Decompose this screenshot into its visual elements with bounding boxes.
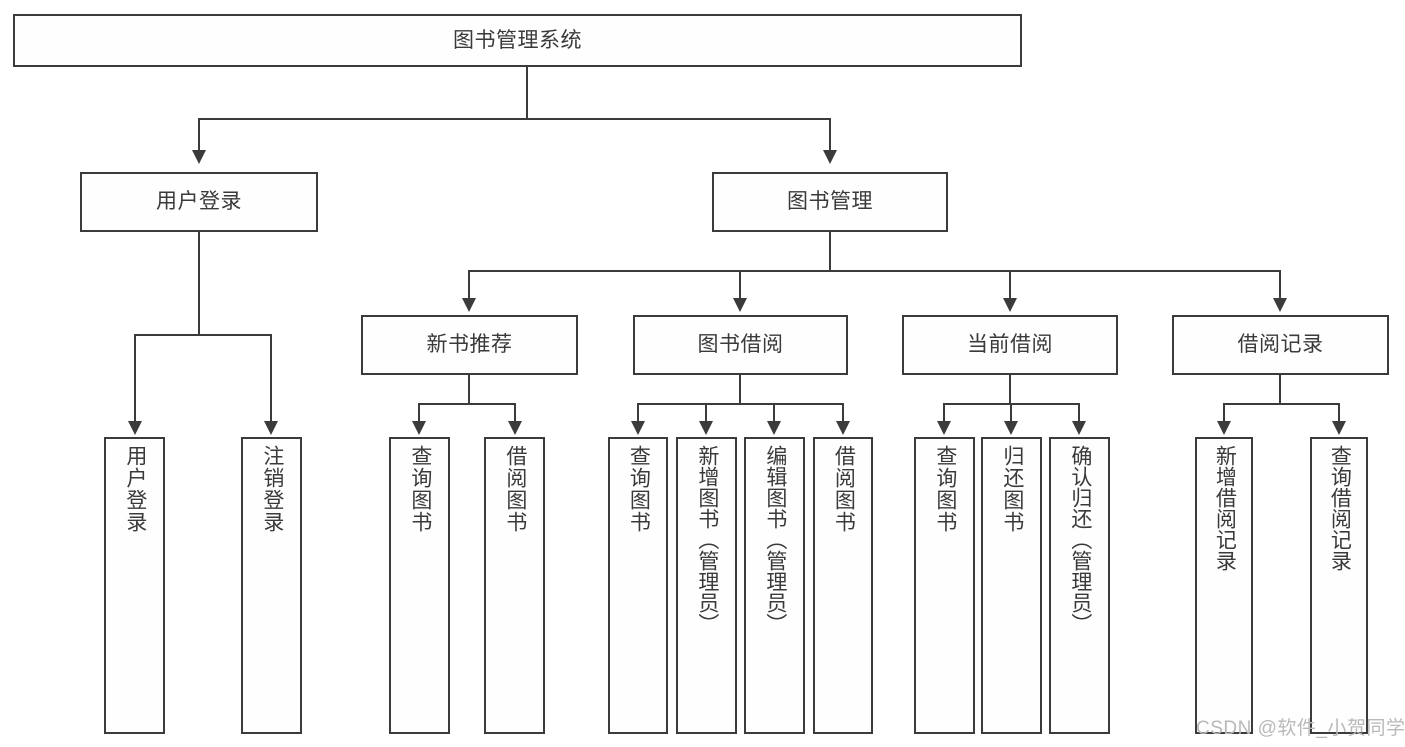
node-new-book-recommend[interactable]: 新书推荐 (361, 315, 578, 375)
connector-bb-drop-1 (637, 403, 639, 421)
leaf-borrow-book-1[interactable]: 借阅图书 (484, 437, 545, 734)
leaf-return-book[interactable]: 归还图书 (981, 437, 1042, 734)
leaf-confirm-return[interactable]: 确认归还（管理员） (1049, 437, 1110, 734)
connector-user-login-bus (134, 334, 271, 336)
connector-br-drop-1 (1223, 403, 1225, 421)
leaf-label: 新增借阅记录 (1213, 445, 1237, 571)
leaf-user-login[interactable]: 用户登录 (104, 437, 165, 734)
connector-br-drop-2 (1338, 403, 1340, 421)
node-label: 图书借阅 (697, 333, 784, 357)
connector-book-borrow-stem (739, 375, 741, 404)
leaf-borrow-book-2[interactable]: 借阅图书 (813, 437, 873, 734)
leaf-add-record[interactable]: 新增借阅记录 (1195, 437, 1253, 734)
leaf-label: 用户登录 (123, 445, 147, 533)
connector-new-book-recommend-bus (418, 403, 516, 405)
arrowhead-to-book-management (823, 150, 837, 164)
connector-current-borrow-stem (1009, 375, 1011, 404)
connector-bb-drop-2 (705, 403, 707, 421)
connector-to-borrow-record (1279, 270, 1281, 298)
leaf-edit-book[interactable]: 编辑图书（管理员） (744, 437, 805, 734)
arrowhead-leaf-add-book (699, 421, 713, 435)
arrowhead-leaf-query-book-1 (412, 421, 426, 435)
node-label: 图书管理 (787, 190, 873, 214)
connector-bb-drop-3 (773, 403, 775, 421)
node-book-borrow[interactable]: 图书借阅 (633, 315, 848, 375)
leaf-label: 查询借阅记录 (1328, 445, 1352, 571)
node-label: 借阅记录 (1237, 333, 1324, 357)
connector-to-book-management (829, 118, 831, 150)
arrowhead-leaf-add-record (1217, 421, 1231, 435)
connector-to-book-borrow (739, 270, 741, 298)
node-label: 新书推荐 (426, 333, 513, 357)
leaf-label: 注销登录 (260, 445, 284, 533)
leaf-label: 查询图书 (627, 445, 651, 533)
leaf-label: 借阅图书 (503, 445, 527, 533)
arrowhead-to-new-book-recommend (462, 298, 476, 312)
connector-user-login-drop-1 (134, 334, 136, 421)
arrowhead-to-borrow-record (1273, 298, 1287, 312)
node-user-login[interactable]: 用户登录 (80, 172, 318, 232)
connector-cb-drop-3 (1078, 403, 1080, 421)
connector-user-login-stem (198, 232, 200, 335)
connector-cb-drop-1 (943, 403, 945, 421)
connector-to-new-book-recommend (468, 270, 470, 298)
node-label: 用户登录 (156, 190, 242, 214)
leaf-label: 借阅图书 (832, 445, 856, 533)
connector-bb-drop-4 (842, 403, 844, 421)
arrowhead-leaf-borrow-book-2 (836, 421, 850, 435)
leaf-user-logout[interactable]: 注销登录 (241, 437, 302, 734)
leaf-label: 归还图书 (1000, 445, 1024, 533)
node-label: 当前借阅 (967, 333, 1053, 357)
leaf-label: 查询图书 (408, 445, 432, 533)
leaf-query-record[interactable]: 查询借阅记录 (1310, 437, 1368, 734)
leaf-query-book-3[interactable]: 查询图书 (914, 437, 975, 734)
watermark-text: CSDN @软件_小贺同学 (1196, 718, 1405, 739)
arrowhead-leaf-user-logout (264, 421, 278, 435)
leaf-label: 新增图书（管理员） (695, 445, 719, 634)
leaf-label: 查询图书 (933, 445, 957, 533)
leaf-label: 编辑图书（管理员） (763, 445, 787, 634)
connector-book-borrow-bus (637, 403, 844, 405)
leaf-query-book-1[interactable]: 查询图书 (389, 437, 450, 734)
arrowhead-to-user-login (192, 150, 206, 164)
arrowhead-leaf-query-record (1332, 421, 1346, 435)
connector-cb-drop-2 (1010, 403, 1012, 421)
leaf-query-book-2[interactable]: 查询图书 (608, 437, 668, 734)
connector-root-bus (198, 118, 830, 120)
node-book-management[interactable]: 图书管理 (712, 172, 948, 232)
connector-borrow-record-bus (1223, 403, 1339, 405)
connector-book-management-stem (829, 232, 831, 271)
arrowhead-to-current-borrow (1003, 298, 1017, 312)
leaf-add-book[interactable]: 新增图书（管理员） (676, 437, 737, 734)
connector-to-user-login (198, 118, 200, 150)
connector-new-book-recommend-stem (468, 375, 470, 404)
arrowhead-leaf-borrow-book-1 (508, 421, 522, 435)
connector-root-stem (526, 67, 528, 119)
connector-book-management-bus (468, 270, 1280, 272)
node-root-book-management-system[interactable]: 图书管理系统 (13, 14, 1022, 67)
connector-borrow-record-stem (1279, 375, 1281, 404)
node-borrow-record[interactable]: 借阅记录 (1172, 315, 1389, 375)
arrowhead-leaf-query-book-2 (631, 421, 645, 435)
arrowhead-leaf-query-book-3 (937, 421, 951, 435)
arrowhead-to-book-borrow (733, 298, 747, 312)
leaf-label: 确认归还（管理员） (1068, 445, 1092, 634)
node-current-borrow[interactable]: 当前借阅 (902, 315, 1118, 375)
connector-nbr-drop-1 (418, 403, 420, 421)
node-label: 图书管理系统 (453, 28, 582, 52)
arrowhead-leaf-edit-book (767, 421, 781, 435)
arrowhead-leaf-return-book (1004, 421, 1018, 435)
connector-user-login-drop-2 (270, 334, 272, 421)
arrowhead-leaf-confirm-return (1072, 421, 1086, 435)
connector-nbr-drop-2 (514, 403, 516, 421)
connector-to-current-borrow (1009, 270, 1011, 298)
arrowhead-leaf-user-login (128, 421, 142, 435)
